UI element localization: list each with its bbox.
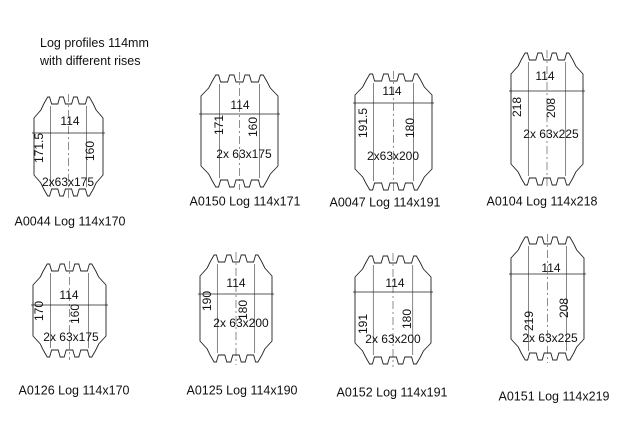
outer-height-label: 191 xyxy=(356,314,370,334)
profile-code-label: A0126 Log 114x170 xyxy=(19,383,130,397)
heading-line-1: Log profiles 114mm xyxy=(40,36,149,50)
profile-code-label: A0125 Log 114x190 xyxy=(187,383,298,397)
board-size-label: 2x 63x225 xyxy=(522,331,578,345)
board-size-label: 2x63x200 xyxy=(367,149,419,163)
inner-height-label: 208 xyxy=(557,298,571,318)
board-size-label: 2x 63x175 xyxy=(216,147,272,161)
inner-height-label: 160 xyxy=(68,304,82,324)
inner-height-label: 160 xyxy=(83,141,97,161)
width-label: 114 xyxy=(59,288,78,302)
outer-height-label: 191.5 xyxy=(356,108,370,138)
log-outline xyxy=(510,52,584,186)
width-label: 114 xyxy=(535,69,554,83)
inner-height-label: 180 xyxy=(236,300,250,320)
profile-code-label: A0152 Log 114x191 xyxy=(337,385,448,399)
board-size-label: 2x 63x225 xyxy=(523,127,579,141)
log-outline xyxy=(32,263,107,358)
width-label: 114 xyxy=(60,114,79,128)
outer-height-label: 171 xyxy=(212,115,226,135)
profile-code-label: A0150 Log 114x171 xyxy=(190,194,301,208)
outer-height-label: 170 xyxy=(32,301,46,321)
board-size-label: 2x63x175 xyxy=(42,175,94,189)
diagram-heading: Log profiles 114mm with different rises xyxy=(40,34,149,70)
board-size-label: 2x 63x200 xyxy=(365,332,421,346)
inner-height-label: 180 xyxy=(403,118,417,138)
profile-code-label: A0044 Log 114x170 xyxy=(15,214,126,228)
width-label: 114 xyxy=(230,98,249,112)
log-outline xyxy=(510,236,585,361)
profile-code-label: A0104 Log 114x218 xyxy=(487,194,598,208)
width-label: 114 xyxy=(382,84,401,98)
outer-height-label: 218 xyxy=(510,97,524,117)
board-size-label: 2x 63x200 xyxy=(213,316,269,330)
inner-height-label: 180 xyxy=(400,309,414,329)
profile-code-label: A0047 Log 114x191 xyxy=(330,195,441,209)
log-outline xyxy=(33,96,104,197)
log-outline xyxy=(354,255,432,365)
width-label: 114 xyxy=(385,276,404,290)
inner-height-label: 208 xyxy=(544,98,558,118)
board-size-label: 2x 63x175 xyxy=(43,330,99,344)
inner-height-label: 160 xyxy=(246,117,260,137)
outer-height-label: 171.5 xyxy=(32,133,46,163)
log-outline xyxy=(199,254,273,363)
log-outline xyxy=(354,73,433,191)
heading-line-2: with different rises xyxy=(40,54,141,68)
outer-height-label: 219 xyxy=(522,311,536,331)
log-outline xyxy=(200,74,279,188)
outer-height-label: 190 xyxy=(200,291,214,311)
width-label: 114 xyxy=(226,276,245,290)
width-label: 114 xyxy=(541,261,560,275)
profile-code-label: A0151 Log 114x219 xyxy=(499,389,610,403)
